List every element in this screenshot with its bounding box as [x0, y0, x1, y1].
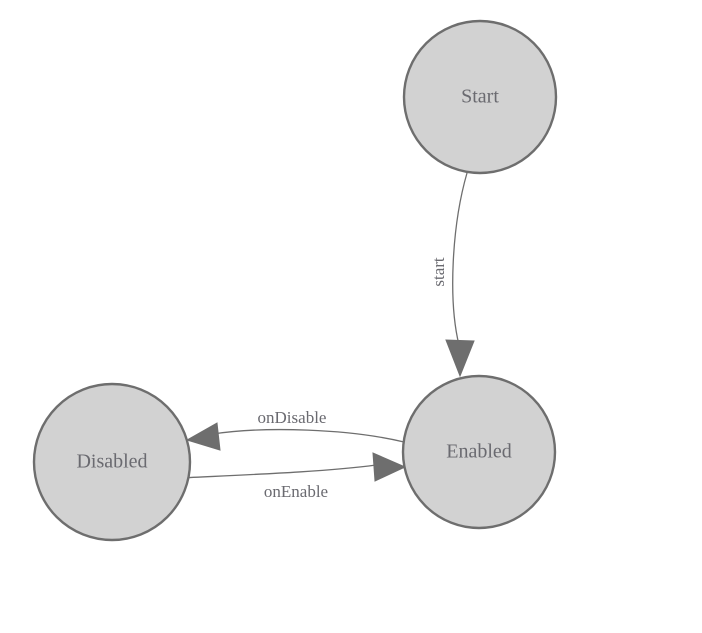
node-start-label: Start [461, 86, 499, 108]
node-enabled-label: Enabled [446, 441, 512, 463]
node-disabled-label: Disabled [76, 451, 147, 473]
node-start-circle [402, 19, 558, 175]
node-start[interactable]: Start [402, 19, 558, 175]
edge-label-ondisable: onDisable [258, 408, 327, 427]
node-disabled[interactable]: Disabled [32, 382, 192, 542]
edge-label-start: start [429, 257, 448, 287]
edge-start-to-enabled[interactable]: start [429, 172, 475, 378]
edge-label-onenable: onEnable [264, 482, 328, 501]
edge-start-to-enabled-line [452, 172, 468, 346]
edge-disabled-to-enabled-arrowhead [372, 452, 407, 482]
edge-disabled-to-enabled-line [179, 464, 377, 479]
edge-start-to-enabled-arrowhead [445, 339, 475, 378]
edge-enabled-to-disabled-line [212, 428, 405, 443]
node-enabled[interactable]: Enabled [401, 374, 557, 530]
edge-enabled-to-disabled-arrowhead [185, 422, 221, 451]
edge-disabled-to-enabled[interactable]: onEnable [179, 452, 407, 501]
edge-enabled-to-disabled[interactable]: onDisable [185, 408, 405, 451]
node-enabled-circle [401, 374, 557, 530]
node-disabled-circle [32, 382, 192, 542]
